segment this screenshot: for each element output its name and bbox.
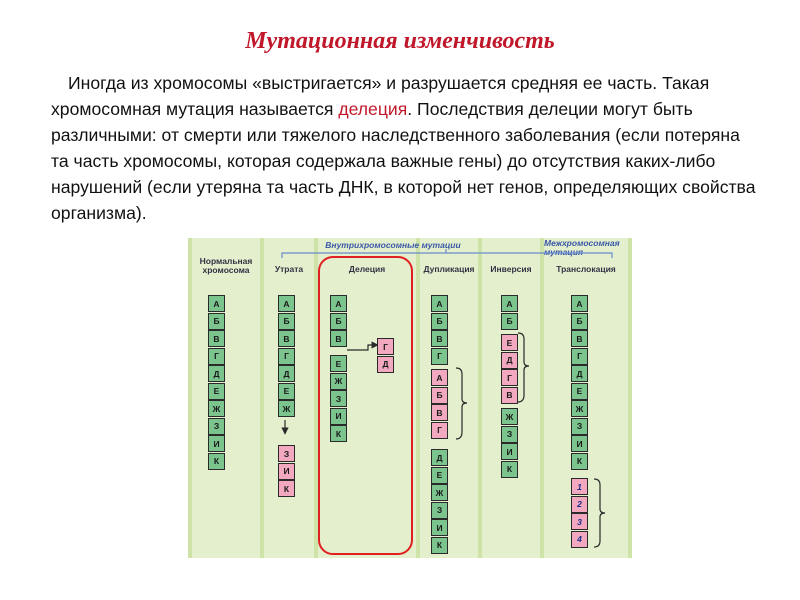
intra-group-bracket — [281, 249, 613, 258]
gene-cell-loss: К — [278, 480, 295, 497]
gene-cell-normal: К — [208, 452, 225, 470]
gene-cell-duplication: Г — [431, 347, 448, 365]
chromosome-mutations-diagram: Внутрихромосомные мутации Межхромосомная… — [188, 238, 632, 558]
gene-cell-duplication: И — [431, 519, 448, 536]
gene-cell-translocation: И — [571, 435, 588, 452]
gene-cell-duplication: А — [431, 295, 448, 312]
gene-cell-translocation: 2 — [571, 495, 588, 513]
gene-cell-loss: Г — [278, 347, 295, 365]
duplication-brace — [455, 367, 468, 440]
gene-cell-deletion: Б — [330, 312, 347, 330]
gene-cell-normal: Г — [208, 347, 225, 365]
gene-cell-translocation: 4 — [571, 530, 588, 548]
gene-cell-loss: В — [278, 330, 295, 347]
gene-cell-inversion: В — [501, 386, 518, 404]
gene-cell-duplication: Б — [431, 312, 448, 330]
gene-cell-translocation: В — [571, 330, 588, 347]
gene-cell-deletion: В — [330, 330, 347, 347]
gene-cell-normal: Б — [208, 312, 225, 330]
gene-cell-deletion: А — [330, 295, 347, 312]
gene-cell-duplication: Г — [431, 421, 448, 439]
gene-cell-inversion: К — [501, 460, 518, 478]
gene-cell-duplication: А — [431, 369, 448, 386]
header-loss: Утрата — [274, 264, 304, 274]
gene-cell-inversion: З — [501, 425, 518, 443]
translocation-brace — [593, 478, 606, 548]
gene-cell-deletion: К — [330, 425, 347, 442]
gene-cell-translocation: 3 — [571, 513, 588, 530]
gene-cell-duplication: З — [431, 501, 448, 519]
group-intra-label: Внутрихромосомные мутации — [325, 240, 461, 250]
gene-cell-deletion: И — [330, 407, 347, 425]
group-inter-label: Межхромосомная мутация — [544, 238, 620, 257]
gene-cell-deletion: Д — [377, 355, 394, 373]
header-translocation: Транслокация — [556, 264, 616, 274]
gene-cell-translocation: К — [571, 452, 588, 470]
gene-cell-normal: Ж — [208, 400, 225, 417]
gene-cell-inversion: Д — [501, 351, 518, 369]
gene-cell-loss: Е — [278, 382, 295, 400]
paragraph-text-before: Иногда из хромосомы «выстригается» и раз… — [51, 73, 710, 119]
gene-cell-duplication: Д — [431, 449, 448, 466]
deletion-highlight-frame — [318, 256, 413, 555]
deletion-term: делеция — [338, 99, 408, 119]
paragraph-text-after: . Последствия делеции могут быть различн… — [51, 99, 756, 223]
gene-cell-inversion: Г — [501, 369, 518, 386]
deletion-arrow — [347, 341, 379, 351]
header-duplication: Дупликация — [423, 264, 475, 274]
gene-cell-inversion: Е — [501, 334, 518, 351]
gene-cell-loss: И — [278, 462, 295, 480]
column-duplication-bg — [420, 238, 478, 558]
gene-cell-normal: З — [208, 417, 225, 435]
gene-cell-inversion: Ж — [501, 408, 518, 425]
gene-cell-normal: Е — [208, 382, 225, 400]
gene-cell-duplication: Б — [431, 386, 448, 404]
gene-cell-translocation: Б — [571, 312, 588, 330]
gene-cell-deletion: З — [330, 390, 347, 407]
header-deletion: Делеция — [348, 264, 386, 274]
column-normal-bg — [192, 238, 260, 558]
gene-cell-loss: Ж — [278, 400, 295, 417]
gene-cell-normal: А — [208, 295, 225, 312]
gene-cell-translocation: 1 — [571, 478, 588, 495]
page-title: Мутационная изменчивость — [245, 28, 555, 54]
gene-cell-translocation: Г — [571, 347, 588, 365]
gene-cell-duplication: Ж — [431, 484, 448, 501]
gene-cell-duplication: К — [431, 536, 448, 554]
gene-cell-deletion: Г — [377, 338, 394, 355]
gene-cell-duplication: Е — [431, 466, 448, 484]
gene-cell-translocation: Д — [571, 365, 588, 382]
gene-cell-translocation: З — [571, 417, 588, 435]
gene-cell-deletion: Ж — [330, 372, 347, 390]
inversion-brace — [517, 332, 530, 403]
gene-cell-duplication: В — [431, 330, 448, 347]
gene-cell-loss: Б — [278, 312, 295, 330]
gene-cell-duplication: В — [431, 404, 448, 421]
description-paragraph: Иногда из хромосомы «выстригается» и раз… — [51, 70, 761, 226]
gene-cell-normal: И — [208, 435, 225, 452]
gene-cell-normal: В — [208, 330, 225, 347]
gene-cell-inversion: А — [501, 295, 518, 312]
header-inversion: Инверсия — [490, 264, 532, 274]
gene-cell-inversion: И — [501, 443, 518, 460]
diagram-overlay — [281, 249, 613, 555]
gene-cell-inversion: Б — [501, 312, 518, 330]
gene-cell-loss: Д — [278, 365, 295, 382]
gene-cell-translocation: Е — [571, 382, 588, 400]
gene-cell-loss: А — [278, 295, 295, 312]
gene-cell-translocation: Ж — [571, 400, 588, 417]
gene-cell-normal: Д — [208, 365, 225, 382]
gene-cell-translocation: А — [571, 295, 588, 312]
header-normal: Нормальная хромосома — [199, 256, 253, 275]
gene-cell-deletion: Е — [330, 355, 347, 372]
gene-cell-loss: З — [278, 445, 295, 462]
